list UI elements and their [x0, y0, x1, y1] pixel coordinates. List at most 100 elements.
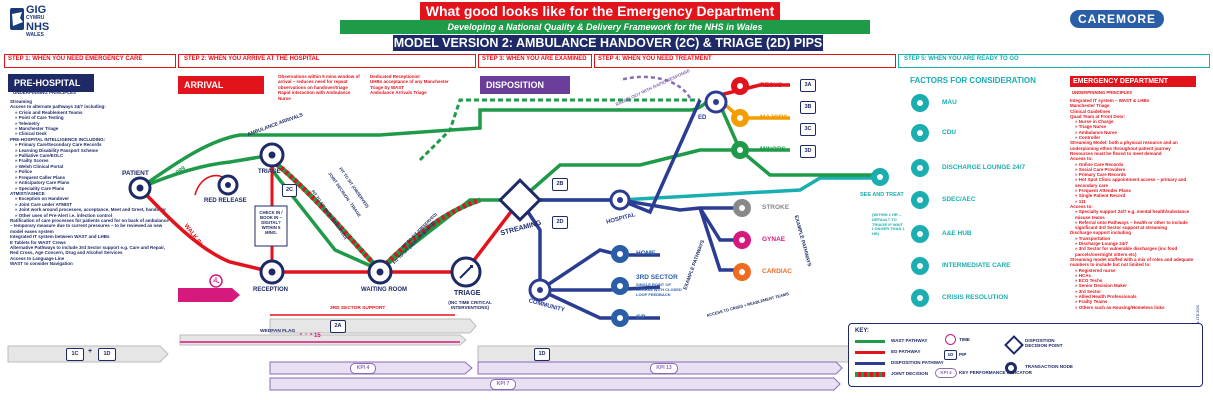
wast-line-999 — [139, 153, 273, 190]
time-5-label: 5 — [213, 278, 216, 283]
third-sector-node — [611, 277, 629, 295]
list-item: » Primary Care Records — [1075, 172, 1127, 178]
see-treat-line — [520, 176, 880, 202]
list-item: Alternative Pathways to include 3rd Sect… — [10, 244, 166, 256]
logo-cymru: CYMRU — [26, 15, 45, 21]
list-item: » Speciality Care Plans — [15, 185, 65, 191]
legend-pip: PIP — [959, 352, 967, 357]
list-item: » Crisis and Reablement Teams — [15, 109, 83, 115]
legend-kpi-pill: KPI 4 — [935, 368, 957, 378]
pip-1d-left: 1D — [98, 348, 116, 361]
factor-mau: MAU — [942, 99, 957, 106]
legend-ed-swatch — [855, 351, 885, 354]
prehospital-header: PRE-HOSPITAL — [8, 74, 94, 92]
pip-2a: 2A — [330, 320, 346, 333]
list-item: Observations within 5 mins window of arr… — [278, 74, 360, 90]
list-item: Ambulance Arrivals Triage — [370, 90, 427, 96]
pip-2d: 2D — [552, 216, 568, 229]
legend-wast: WAST PATHWAY — [891, 338, 928, 343]
list-item: » Welsh Clinical Portal — [15, 163, 64, 169]
legend-diamond-icon — [1004, 335, 1024, 355]
patient-node — [128, 176, 152, 200]
wedfan-arrow — [179, 334, 467, 346]
step-2-label: STEP 2: WHEN YOU ARRIVE AT THE HOSPITAL — [184, 56, 320, 62]
list-item: Manchester Triage — [1070, 103, 1110, 109]
wast-line-ed — [518, 148, 740, 202]
legend-time: TIME — [959, 337, 970, 342]
list-item: Streaming model staffed with a mix of ro… — [1070, 256, 1194, 268]
wast-line-top — [138, 91, 717, 190]
factor-discharge: DISCHARGE LOUNGE 24/7 — [942, 164, 1026, 171]
triage-time-node — [450, 256, 482, 288]
ed-line-walkin — [138, 186, 273, 274]
gp-label: GP — [636, 314, 646, 321]
reception-label: RECEPTION — [253, 287, 289, 293]
pip-1d-right: 1D — [534, 348, 550, 361]
list-item: » Online Care Records — [1075, 161, 1124, 167]
hospital-node — [609, 189, 631, 211]
time-15-label: 15 — [314, 333, 321, 339]
list-item: » HCAs — [1075, 272, 1092, 278]
disposition-line-hospital — [619, 198, 740, 212]
waiting-room-label: WAITING ROOM — [361, 287, 407, 293]
list-item: » 111 — [1075, 198, 1086, 204]
cardiac-label: CARDIAC — [762, 268, 792, 275]
minors-label: MINORS — [760, 146, 786, 153]
list-item: » Other uses of Pre-Alert i.e. infection… — [15, 212, 113, 218]
legend-joint-swatch — [855, 372, 885, 377]
pip-3d: 3D — [800, 145, 816, 158]
pip-3c: 3C — [800, 123, 816, 136]
sector-support-label: 3RD SECTOR SUPPORT — [330, 306, 386, 311]
list-item: » Triage Nurse — [1075, 124, 1107, 130]
see-treat-note: (WITHIN 1 HR – DEFAULT TO TRIAGE IF WAIT… — [872, 212, 905, 237]
caremore-text: CAREMORE — [1070, 10, 1165, 28]
kpi7-arrow — [269, 377, 841, 391]
streaming-decision — [498, 178, 542, 222]
list-item: » Registered nurse — [1075, 267, 1116, 273]
disposition-line-ed — [520, 99, 702, 215]
ed-panel-title: EMERGENCY DEPARTMENT — [1070, 76, 1196, 87]
legend-title: KEY: — [855, 328, 869, 334]
waiting-room-node — [367, 259, 393, 285]
see-treat-label: SEE AND TREAT — [860, 192, 904, 198]
see-treat-node — [871, 168, 889, 186]
page-title: What good looks like for the Emergency D… — [420, 2, 780, 20]
list-item: PRE-HOSPITAL INTELLIGENCE INCLUDING: — [10, 136, 106, 142]
resus-label: RESUS — [760, 82, 783, 89]
joint-decision-hatch-2 — [380, 197, 481, 270]
disposition-title: DISPOSITION — [486, 80, 545, 90]
third-sector-note: SINGLE POINT OF ACCESS WITH CLOSED LOOP … — [636, 282, 682, 297]
factors-title: FACTORS FOR CONSIDERATION — [910, 76, 1036, 85]
arrival-title: ARRIVAL — [184, 80, 224, 90]
legend-decision: DISPOSITION DECISION POINT — [1025, 338, 1063, 348]
gynae-label: GYNAE — [762, 236, 786, 243]
factor-crisis: CRISIS RESOLUTION — [942, 294, 1009, 301]
list-item: » Others such as Housing/Homeless links — [1075, 304, 1165, 310]
kpi4-pill: KPI 4 — [350, 363, 376, 374]
majors-label: MAJORS — [760, 114, 788, 121]
logo-nhs: NHS — [26, 21, 50, 33]
list-item: » Referral onto Pathways – health or oth… — [1075, 219, 1188, 231]
factor-nodes — [911, 94, 929, 307]
home-node — [611, 245, 629, 263]
list-item: » Joint Care under ATMIST — [15, 201, 73, 207]
joint-decision-hatch — [270, 158, 380, 270]
pip-2a-arrow — [269, 318, 477, 334]
time-icon — [209, 274, 223, 288]
stroke-node — [733, 199, 751, 217]
step-1-bar — [4, 54, 176, 68]
ed-panel-list: Integrated IT system – WAST & LHBs Manch… — [1070, 98, 1205, 310]
logo-gig: GIG — [26, 4, 47, 16]
list-item: » 3rd Sector — [1075, 288, 1102, 294]
list-item: » Transportation — [1075, 235, 1111, 241]
triage-label: TRIAGE — [258, 169, 281, 175]
step-4-label: STEP 4: WHEN YOU NEED TREATMENT — [598, 56, 712, 62]
registration-label: REGISTRATION — [190, 296, 226, 301]
list-item: » Controller — [1075, 135, 1101, 141]
legend-transaction: TRANSACTION NODE — [1025, 364, 1073, 369]
resus-node — [731, 77, 749, 95]
pip-2b: 2B — [552, 178, 568, 191]
legend-node-icon — [1005, 362, 1017, 374]
majors-node — [731, 109, 749, 127]
